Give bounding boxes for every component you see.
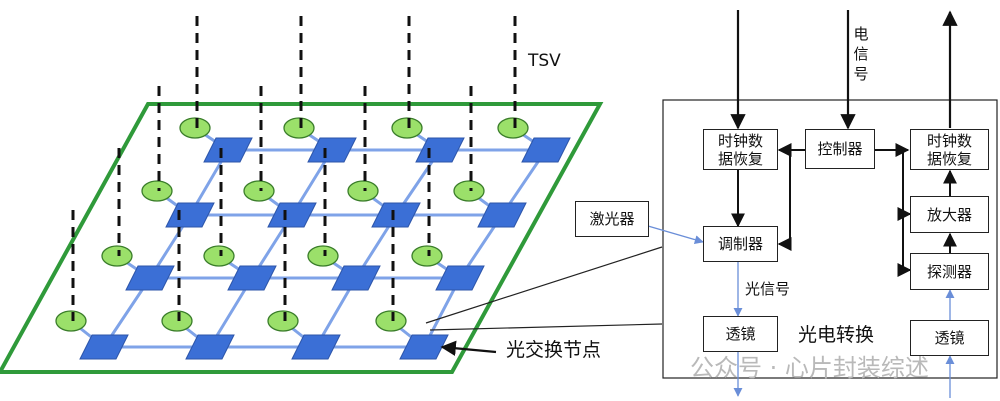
laser-to-modulator-arrow [647,225,704,245]
switch-node [291,334,341,360]
switch-node [165,202,215,228]
switch-node [371,202,421,228]
tsv-pad [179,117,211,139]
switch-node [521,137,571,163]
node-pointer-arrow [440,340,497,356]
tsv-pads [55,117,529,332]
tsv-pad [347,180,379,202]
tsv-pad [55,310,87,332]
zoom-line-bottom [429,323,663,331]
node-label: 光交换节点 [506,339,602,361]
tsv-pad [497,117,529,139]
controller-to-modulator-link [777,150,792,251]
optical-signal-label: 光信号 [745,280,791,298]
tsv-pad [391,117,423,139]
switch-node [399,334,449,360]
switch-node [307,137,357,163]
cdr-left-block: 时钟数 据恢复 [703,129,778,170]
waveguide-col-0 [102,149,230,348]
electric-signal-label: 电信号 [853,25,869,83]
lens-right-block: 透镜 [910,320,989,356]
cdr-right-block: 时钟数 据恢复 [910,129,989,170]
waveguide-col-2 [314,149,442,348]
tsv-pad [267,310,299,332]
chip-board [0,102,604,374]
switch-node [331,265,381,291]
tsv-label: TSV [528,51,561,71]
switch-nodes [79,137,571,360]
modulator-block: 调制器 [703,226,778,262]
switch-node [125,265,175,291]
tsv-pad [453,180,485,202]
tsv-pad [411,245,443,267]
tsv-pad [243,180,275,202]
tsv-pad [307,245,339,267]
switch-node [227,265,277,291]
switch-node [477,202,527,228]
lens-left-block: 透镜 [703,316,778,352]
zoom-line-top [425,246,663,324]
oe-panel-frame [662,99,998,379]
tsv-pad [375,310,407,332]
switch-node [435,265,485,291]
tsv-lines [71,16,517,321]
controller-block: 控制器 [805,129,875,169]
switch-node [79,334,129,360]
switch-node [185,334,235,360]
tsv-pad [283,117,315,139]
detector-block: 探测器 [910,253,989,290]
switch-node [203,137,253,163]
tsv-pad [141,180,173,202]
waveguide-col-3 [422,149,548,348]
tsv-pad [203,245,235,267]
switch-node [267,202,317,228]
tsv-pad [101,245,133,267]
oe-conversion-label: 光电转换 [798,324,875,346]
tsv-pad [161,310,193,332]
waveguide-col-1 [208,149,334,348]
amplifier-block: 放大器 [910,196,989,233]
laser-block: 激光器 [575,201,649,237]
watermark: 公众号 · 心片封装综述 [690,354,929,382]
